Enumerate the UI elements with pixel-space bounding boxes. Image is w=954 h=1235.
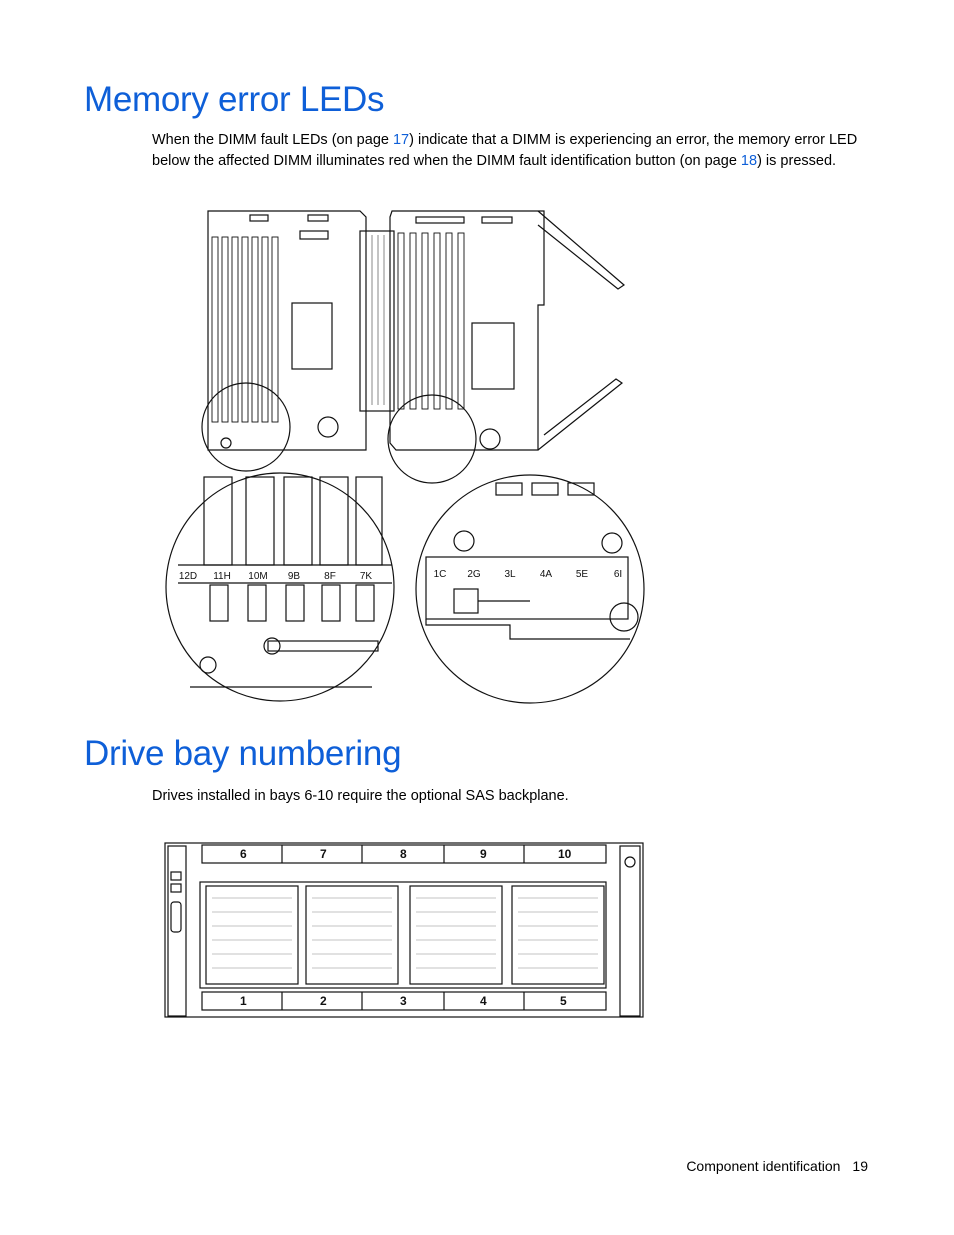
right-ear xyxy=(619,845,641,1017)
center-connector xyxy=(359,230,395,412)
usb-port-2 xyxy=(170,883,182,893)
lower-bracket xyxy=(537,378,624,451)
dimm-label-11h: 11H xyxy=(213,571,231,582)
dimm-label-2g: 2G xyxy=(467,569,481,580)
bottom-bay-row xyxy=(201,991,607,1011)
dimm-label-1c: 1C xyxy=(434,569,447,580)
dimm-label-10m: 10M xyxy=(248,571,267,582)
usb-port-1 xyxy=(170,871,182,881)
right-chip xyxy=(471,322,515,390)
left-zoom-dimm-labels: 12D 11H 10M 9B 8F 7K xyxy=(179,571,373,582)
chassis-outline xyxy=(164,842,644,1018)
para-text-1: When the DIMM fault LEDs (on page xyxy=(152,132,393,148)
footer-section-name: Component identification xyxy=(686,1158,841,1174)
right-dimm-slots xyxy=(397,232,465,410)
bottom-bay-numbers: 1 2 3 4 5 xyxy=(240,994,567,1008)
left-callout-circle xyxy=(201,382,291,472)
dimm-label-5e: 5E xyxy=(576,569,589,580)
drive-bay-front-view: 6 7 8 9 10 1 2 3 4 5 xyxy=(164,842,644,1018)
page-footer: Component identification 19 xyxy=(674,1158,868,1174)
para-text-3: ) is pressed. xyxy=(757,153,837,169)
page-number: 19 xyxy=(852,1158,868,1174)
page-18-link[interactable]: 18 xyxy=(740,153,758,169)
right-callout-circle xyxy=(387,394,477,484)
dimm-label-7k: 7K xyxy=(360,571,373,582)
dimm-label-9b: 9B xyxy=(288,571,301,582)
right-board-outline xyxy=(389,210,545,451)
vga-port xyxy=(170,901,182,933)
bay-number-6: 6 xyxy=(240,847,247,861)
top-bay-row xyxy=(201,844,607,864)
left-chip xyxy=(291,302,333,370)
bay-number-8: 8 xyxy=(400,847,407,861)
drive-bay-paragraph: Drives installed in bays 6-10 require th… xyxy=(152,788,569,804)
dimm-label-8f: 8F xyxy=(324,571,336,582)
page-17-link[interactable]: 17 xyxy=(392,132,410,148)
bay-number-5: 5 xyxy=(560,994,567,1008)
bay-number-4: 4 xyxy=(480,994,487,1008)
bay-number-9: 9 xyxy=(480,847,487,861)
left-ear xyxy=(167,845,187,1017)
left-dimm-slots xyxy=(211,236,279,423)
right-zoom-dimm-labels: 1C 2G 3L 4A 5E 6I xyxy=(434,569,623,580)
para-text-2: ) indicate that a DIMM is experiencing a… xyxy=(152,132,858,169)
dimm-label-6i: 6I xyxy=(614,569,622,580)
bay-number-7: 7 xyxy=(320,847,327,861)
bay-number-10: 10 xyxy=(558,847,572,861)
section-title-drive-bay-numbering: Drive bay numbering xyxy=(84,734,402,773)
top-bay-numbers: 6 7 8 9 10 xyxy=(240,847,572,861)
memory-error-leds-paragraph: When the DIMM fault LEDs (on page 17) in… xyxy=(152,130,874,172)
bay-number-2: 2 xyxy=(320,994,327,1008)
dimm-label-12d: 12D xyxy=(179,571,197,582)
upper-bracket xyxy=(537,210,625,290)
right-zoom-view xyxy=(415,474,645,704)
grille-pattern xyxy=(212,897,598,969)
memory-error-led-diagram: 12D 11H 10M 9B 8F 7K 1C 2G 3L 4A 5E 6I xyxy=(165,210,645,704)
section-title-memory-error-leds: Memory error LEDs xyxy=(84,80,385,119)
dimm-label-3l: 3L xyxy=(504,569,516,580)
bay-number-3: 3 xyxy=(400,994,407,1008)
bay-number-1: 1 xyxy=(240,994,247,1008)
power-button xyxy=(624,856,636,868)
fan-grille-area xyxy=(199,881,607,989)
left-zoom-view xyxy=(165,472,395,702)
dimm-label-4a: 4A xyxy=(540,569,553,580)
